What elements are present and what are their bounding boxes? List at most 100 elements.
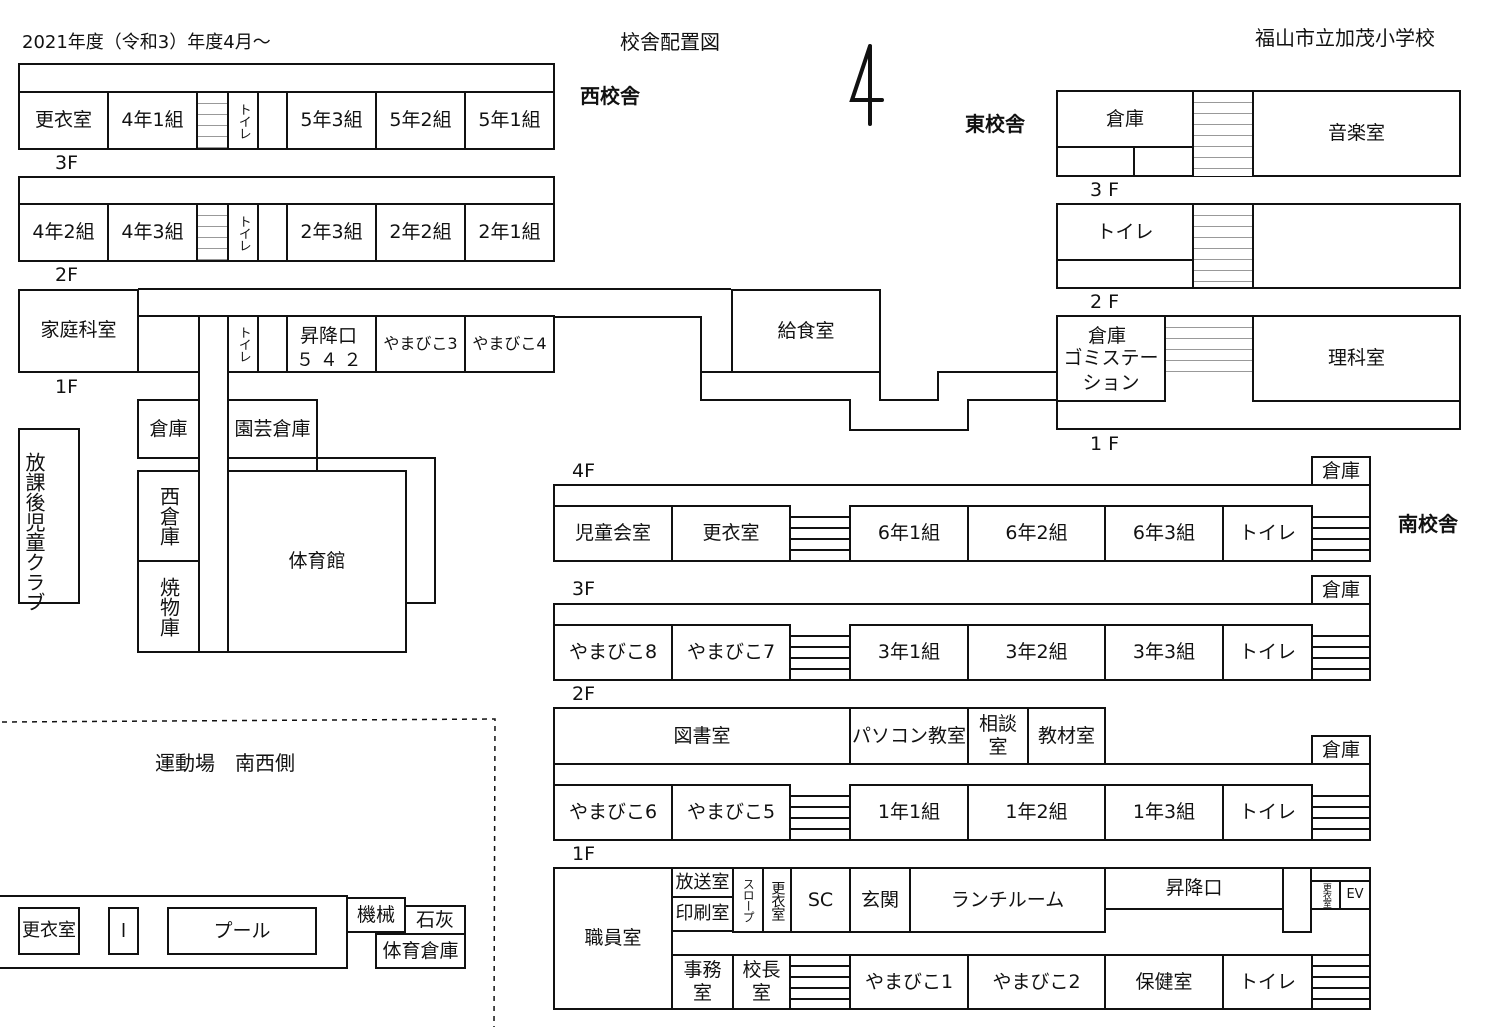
room-label: 放課後児童クラブ [22, 452, 46, 612]
toilet-label: トイレ [235, 214, 251, 251]
room-label: 焼物庫 [156, 576, 181, 637]
room: トイレ [1222, 505, 1313, 562]
room: 事務室 [671, 954, 734, 1010]
toilet-label: トイレ [235, 326, 251, 362]
room: 児童会室 [553, 505, 673, 562]
room: 1年3組 [1104, 784, 1224, 841]
room: 1年2組 [967, 784, 1106, 841]
floor-label: 3F [55, 152, 79, 174]
room-kitchen: 給食室 [731, 289, 881, 373]
south-building-label: 南校舎 [1398, 512, 1458, 536]
floor-label: 4F [572, 460, 596, 482]
stairs-icon [1164, 317, 1254, 372]
toilet: トイレ [227, 203, 259, 262]
room: 昇降口 [1104, 867, 1284, 910]
west-building-label: 西校舎 [580, 84, 640, 108]
stairs-icon [1311, 626, 1371, 679]
room: パソコン教室 [849, 707, 969, 765]
room: 図書室 [553, 707, 851, 765]
room: やまびこ7 [671, 624, 791, 681]
room-label: ゴミステーション [1063, 347, 1159, 394]
period-label: 2021年度（令和3）年度4月～ [22, 32, 271, 53]
room: 倉庫 [137, 399, 200, 459]
room: 倉庫 [1311, 735, 1371, 765]
room: 2年1組 [464, 203, 555, 262]
room-label: 倉庫 [1088, 325, 1127, 347]
stairs-icon [789, 507, 851, 560]
north-arrow-icon [849, 44, 884, 126]
room: 保健室 [1104, 954, 1224, 1010]
room: やまびこ6 [553, 784, 673, 841]
room-label: 西倉庫 [156, 486, 181, 546]
room: 校長室 [732, 954, 791, 1010]
room: 理科室 [1252, 315, 1461, 402]
room-entrance: 昇降口 ５ ４ ２ [286, 315, 377, 373]
room: やまびこ3 [375, 315, 466, 373]
room: 園芸倉庫 [227, 399, 318, 459]
room-gym: 体育館 [227, 470, 407, 653]
pool: プール [167, 907, 317, 955]
corridor-cell [137, 315, 200, 373]
room: 体育倉庫 [375, 933, 466, 969]
room: 4年2組 [18, 203, 109, 262]
floor-label: 3 F [1090, 179, 1120, 201]
room: SC [790, 867, 851, 933]
floor-label: 2F [572, 683, 596, 705]
toilet-label: トイレ [235, 102, 251, 139]
room: 5年2組 [375, 91, 466, 150]
room: 焼物庫 [137, 560, 200, 653]
room: やまびこ4 [464, 315, 555, 373]
entrance-label: 昇降口 [300, 325, 358, 347]
floor-label: 2F [55, 264, 79, 286]
room: 更衣室 [18, 91, 109, 150]
east-building-label: 東校舎 [965, 112, 1025, 136]
toilet: トイレ [227, 91, 259, 150]
room: 4年3組 [107, 203, 198, 262]
room: 1年1組 [849, 784, 969, 841]
after-school-club: 放課後児童クラブ [18, 428, 80, 612]
room: 機械 [346, 897, 406, 933]
room-home-ec: 家庭科室 [18, 289, 139, 373]
room: 3年3組 [1104, 624, 1224, 681]
corridor-cell [1282, 867, 1312, 933]
room: 6年3組 [1104, 505, 1224, 562]
stairs-icon [1311, 956, 1371, 1008]
room: 2年3組 [286, 203, 377, 262]
room: 石灰 [404, 905, 466, 935]
marker: l [108, 907, 139, 955]
room: トイレ [1222, 784, 1313, 841]
room: トイレ [1222, 624, 1313, 681]
room: 更衣室 [18, 907, 80, 955]
entrance-nums: ５ ４ ２ [296, 350, 362, 371]
elevator: EV [1339, 880, 1371, 910]
slope-label: スロープ [741, 878, 756, 922]
floor-label: 1 F [1090, 433, 1120, 455]
room: 音楽室 [1252, 90, 1461, 177]
room: 2年2組 [375, 203, 466, 262]
room: 3年2組 [967, 624, 1106, 681]
room: 4年1組 [107, 91, 198, 150]
stairs-icon [1311, 786, 1371, 839]
room: 教材室 [1027, 707, 1106, 765]
floor-label: 2 F [1090, 291, 1120, 313]
stairs-icon [1311, 507, 1371, 560]
stairs-icon [1192, 92, 1254, 176]
room-label: 更衣室 [769, 880, 786, 920]
room-storage-garbage: 倉庫 ゴミステーション [1056, 315, 1166, 402]
floor-label: 1F [55, 376, 79, 398]
floor-label: 1F [572, 843, 596, 865]
room: 5年3組 [286, 91, 377, 150]
floor-label: 3F [572, 578, 596, 600]
school-name: 福山市立加茂小学校 [1255, 26, 1435, 50]
room: 更衣室 [671, 505, 791, 562]
room: 3年1組 [849, 624, 969, 681]
room: 倉庫 [1311, 456, 1371, 486]
room-staff: 職員室 [553, 867, 673, 1010]
room-label: 更衣室 [1320, 883, 1331, 907]
room-entrance: 玄関 [849, 867, 911, 933]
ground-label: 運動場 南西側 [155, 751, 295, 775]
room: 5年1組 [464, 91, 555, 150]
room: 倉庫 [1056, 90, 1194, 148]
